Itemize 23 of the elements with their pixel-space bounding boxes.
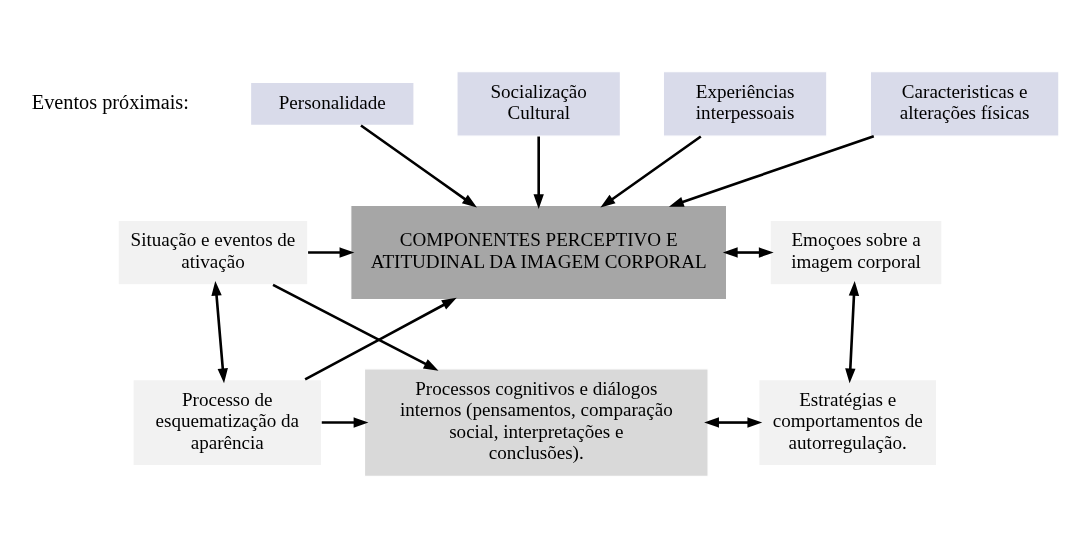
node-box: Emoçoes sobre a imagem corporal [769, 219, 943, 285]
node-box: Processo de esquematização da aparência [132, 378, 323, 466]
arrow [308, 246, 355, 258]
node-box: Personalidade [249, 81, 415, 126]
node-box: Experiências interpessoais [662, 70, 828, 137]
node-box: Processos cognitivos e diálogos internos (pensamentos, comparação social, interpretações e conclusões). [363, 367, 709, 477]
arrow [704, 416, 763, 428]
arrow [533, 136, 544, 209]
node-box: Estratégias e comportamentos de autorregulação. [758, 378, 938, 466]
arrow [360, 123, 477, 208]
arrow [722, 246, 774, 258]
arrow [668, 134, 875, 207]
arrow [845, 280, 860, 383]
node-box: Situação e eventos de ativação [117, 219, 309, 285]
arrow [272, 283, 439, 371]
node-box: COMPONENTES PERCEPTIVO E ATITUDINAL DA IMAGEM CORPORAL [350, 204, 728, 300]
arrow [321, 416, 369, 428]
label: Eventos próximais: [31, 90, 189, 113]
node-box: Socialização Cultural [456, 70, 621, 137]
node-box: Caracteristicas e alterações físicas [869, 70, 1060, 137]
arrow [211, 280, 228, 383]
arrow [304, 297, 457, 381]
arrow [600, 134, 702, 208]
